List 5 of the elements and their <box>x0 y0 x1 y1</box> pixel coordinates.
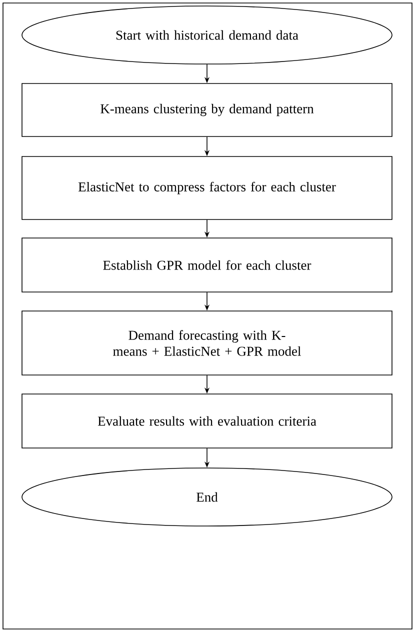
process-box: Demand forecasting with K-means + ElasticNet + GPR model <box>22 310 392 376</box>
process-box: Evaluate results with evaluation criteria <box>22 394 392 448</box>
process-box: ElasticNet to compress factors for each cluster <box>22 156 392 220</box>
process-box: Establish GPR model for each cluster <box>22 238 392 292</box>
process-box: K-means clustering by demand pattern <box>22 83 392 137</box>
